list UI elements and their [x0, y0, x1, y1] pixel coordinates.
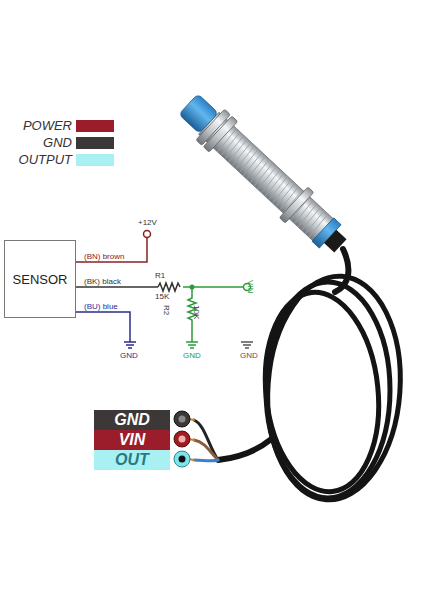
brown-wire — [75, 238, 147, 262]
schematic-label: (BK) black — [84, 278, 121, 286]
node-text: VIN — [119, 431, 146, 449]
sensor-body — [174, 89, 355, 262]
node-text: OUT — [115, 451, 149, 469]
schematic-label: GND — [240, 352, 258, 360]
schematic-wires — [75, 231, 253, 349]
schematic-label: R2 — [162, 305, 170, 315]
terminal-tag: GND — [94, 410, 170, 430]
cable — [218, 249, 408, 504]
ground-symbol — [241, 342, 253, 348]
schematic-label: +12V — [138, 219, 157, 227]
wire-ends — [188, 419, 218, 461]
terminal-tag: OUT — [94, 450, 170, 470]
schematic-label: R1 — [155, 272, 165, 280]
blue-wire — [75, 312, 130, 342]
schematic-label: (BN) brown — [84, 253, 124, 261]
legend-text: GND — [14, 135, 72, 150]
schematic-label: 15K — [155, 293, 169, 301]
terminal — [144, 231, 151, 238]
legend-entry: GND — [14, 135, 114, 150]
schematic-label: GND — [183, 352, 201, 360]
terminal-jacks — [174, 411, 190, 467]
legend-text: POWER — [14, 118, 72, 133]
legend-swatch — [76, 137, 114, 149]
legend-swatch — [76, 120, 114, 132]
legend-swatch — [76, 154, 114, 166]
resistor-symbol — [158, 283, 180, 291]
legend-entry: OUTPUT — [14, 152, 114, 167]
terminal-tag: VIN — [94, 430, 170, 450]
black-wire — [75, 286, 158, 288]
schematic-label: 10K — [192, 305, 200, 319]
schematic-label: (BU) blue — [84, 303, 118, 311]
schematic-label: VIN — [246, 280, 254, 293]
node-text: GND — [114, 411, 150, 429]
schematic-label: GND — [120, 352, 138, 360]
node-text: SENSOR — [13, 272, 68, 287]
legend-entry: POWER — [14, 118, 114, 133]
sensor-box: SENSOR — [4, 240, 76, 318]
ground-symbol — [186, 342, 198, 348]
legend-text: OUTPUT — [14, 152, 72, 167]
ground-symbol — [124, 342, 136, 348]
